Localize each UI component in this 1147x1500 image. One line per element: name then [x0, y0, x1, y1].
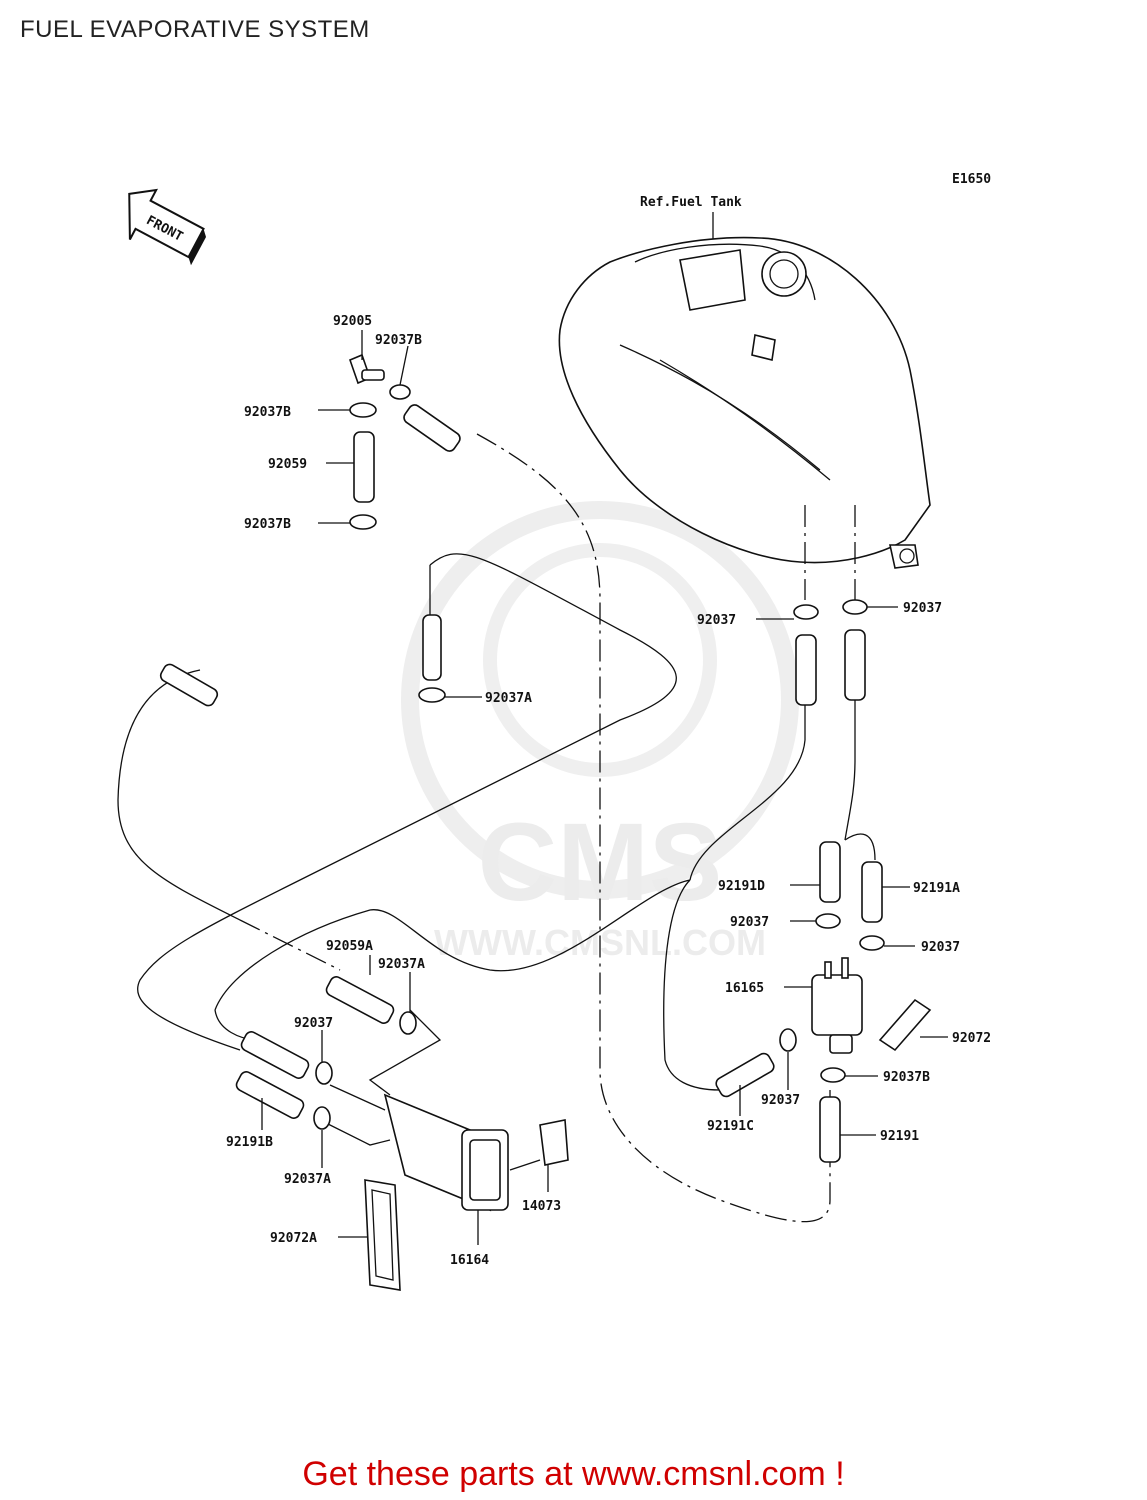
- part-label-92037-tank-right: 92037: [903, 601, 942, 616]
- part-label-92037B-sep: 92037B: [883, 1070, 930, 1085]
- part-label-92005: 92005: [333, 314, 372, 329]
- part-label-92037-sep-bottom: 92037: [761, 1093, 800, 1108]
- watermark: CMS WWW.CMSNL.COM: [401, 501, 799, 963]
- part-label-92037A-mid: 92037A: [485, 691, 532, 706]
- part-label-92191D: 92191D: [718, 879, 765, 894]
- part-label-92037-tank-left: 92037: [697, 613, 736, 628]
- part-label-92037B-left2: 92037B: [244, 517, 291, 532]
- part-label-92037-sep-left: 92037: [730, 915, 769, 930]
- part-label-92072A: 92072A: [270, 1231, 317, 1246]
- part-label-92059: 92059: [268, 457, 307, 472]
- diagram-code: E1650: [952, 172, 991, 187]
- part-label-16164: 16164: [450, 1253, 489, 1268]
- part-label-92037A-canister: 92037A: [378, 957, 425, 972]
- part-label-92037B-left1: 92037B: [244, 405, 291, 420]
- part-label-92037A-canister-bottom: 92037A: [284, 1172, 331, 1187]
- ref-fuel-tank-label: Ref.Fuel Tank: [640, 195, 742, 210]
- part-label-92037-sep-right: 92037: [921, 940, 960, 955]
- part-label-92191B: 92191B: [226, 1135, 273, 1150]
- part-label-92037B-top: 92037B: [375, 333, 422, 348]
- small-parts: [159, 353, 932, 1291]
- part-label-92037-canister: 92037: [294, 1016, 333, 1031]
- part-label-16165: 16165: [725, 981, 764, 996]
- part-label-14073: 14073: [522, 1199, 561, 1214]
- part-labels: 92005 92037B 92037B 92059 92037B 92037A …: [226, 314, 991, 1268]
- leader-lines: [261, 330, 948, 1245]
- fuel-tank: [558, 236, 931, 569]
- part-label-92191: 92191: [880, 1129, 919, 1144]
- footer-link[interactable]: Get these parts at www.cmsnl.com !: [302, 1455, 845, 1493]
- hose-routing: [117, 433, 876, 1223]
- part-label-92072: 92072: [952, 1031, 991, 1046]
- front-arrow-icon: FRONT: [128, 188, 207, 266]
- part-label-92191C: 92191C: [707, 1119, 754, 1134]
- parts-diagram: CMS WWW.CMSNL.COM FRONT E1650 Ref.Fuel T…: [117, 172, 991, 1291]
- part-label-92191A: 92191A: [913, 881, 960, 896]
- page-title: FUEL EVAPORATIVE SYSTEM: [20, 16, 370, 43]
- part-label-92059A: 92059A: [326, 939, 373, 954]
